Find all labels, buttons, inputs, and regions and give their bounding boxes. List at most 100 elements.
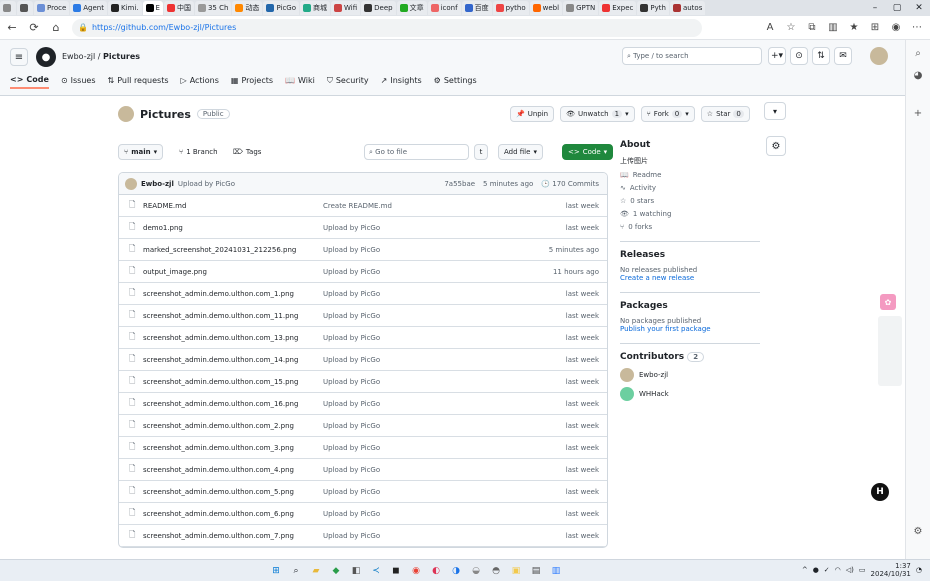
file-commit-message[interactable]: Upload by PicGo xyxy=(323,421,381,430)
branches-link[interactable]: ⑂1 Branch xyxy=(179,148,218,156)
browser-tab[interactable]: Expec xyxy=(599,1,637,15)
app-icon[interactable]: ◓ xyxy=(492,566,500,576)
commits-link[interactable]: 🕒 170 Commits xyxy=(541,179,599,188)
contributor-item[interactable]: WHHack xyxy=(620,387,760,401)
stars-link[interactable]: ☆0 stars xyxy=(620,197,655,205)
file-commit-message[interactable]: Upload by PicGo xyxy=(323,333,381,342)
go-to-file-input[interactable]: ⌕ Go to file xyxy=(364,144,469,160)
publish-package-link[interactable]: Publish your first package xyxy=(620,325,711,333)
tab-issues[interactable]: ⊙Issues xyxy=(60,76,96,85)
file-name[interactable]: README.md xyxy=(143,201,187,210)
repo-name[interactable]: Pictures xyxy=(140,107,191,121)
browser-tab[interactable]: pytho xyxy=(492,1,529,15)
browser-tab[interactable]: E xyxy=(142,1,163,15)
browser-tab[interactable]: Wifi xyxy=(331,1,361,15)
app-icon[interactable]: ▤ xyxy=(531,566,541,576)
file-commit-message[interactable]: Upload by PicGo xyxy=(323,531,381,540)
tab-security[interactable]: ⛉Security xyxy=(326,75,369,86)
browser-tab[interactable]: webl xyxy=(529,1,563,15)
file-commit-message[interactable]: Upload by PicGo xyxy=(323,267,381,276)
file-commit-message[interactable]: Upload by PicGo xyxy=(323,377,381,386)
file-name[interactable]: screenshot_admin.demo.ulthon.com_16.png xyxy=(143,399,299,408)
file-commit-message[interactable]: Upload by PicGo xyxy=(323,311,381,320)
create-new-button[interactable]: +▾ xyxy=(768,47,786,65)
code-button[interactable]: <> Code▾ xyxy=(562,144,614,160)
split-screen-icon[interactable]: ▥ xyxy=(828,21,838,33)
tags-link[interactable]: ⌦Tags xyxy=(233,148,262,156)
close-window-button[interactable]: ✕ xyxy=(915,3,923,13)
app-icon[interactable]: ◼ xyxy=(392,566,400,576)
readme-link[interactable]: 📖Readme xyxy=(620,171,662,179)
inbox-icon[interactable]: ✉ xyxy=(834,47,852,65)
favorite-icon[interactable]: ☆ xyxy=(786,21,796,33)
app-icon[interactable]: ▥ xyxy=(551,566,561,576)
chrome-icon[interactable]: ◉ xyxy=(412,566,420,576)
tab-pull-requests[interactable]: ⇅Pull requests xyxy=(107,76,169,85)
unpin-button[interactable]: 📌Unpin xyxy=(510,106,555,122)
search-sidebar-icon[interactable]: ⌕ xyxy=(915,47,921,59)
app-icon[interactable]: ◆ xyxy=(332,566,340,576)
go-to-file-shortcut[interactable]: t xyxy=(474,144,488,160)
browser-tab[interactable]: 商城 xyxy=(300,1,331,15)
favorites-icon[interactable]: ★ xyxy=(849,21,859,33)
browser-tab[interactable] xyxy=(17,1,33,15)
file-name[interactable]: screenshot_admin.demo.ulthon.com_11.png xyxy=(143,311,299,320)
commit-message[interactable]: Upload by PicGo xyxy=(177,179,235,188)
volume-icon[interactable]: ◁) xyxy=(845,566,854,574)
extension-icon[interactable]: ⧉ xyxy=(808,21,816,33)
browser-tab[interactable]: 百度 xyxy=(461,1,492,15)
home-button[interactable]: ⌂ xyxy=(52,21,60,34)
battery-icon[interactable]: ▭ xyxy=(858,566,866,574)
branch-selector[interactable]: ⑂main▾ xyxy=(118,144,164,160)
file-commit-message[interactable]: Upload by PicGo xyxy=(323,465,381,474)
tab-actions[interactable]: ▷Actions xyxy=(180,76,219,85)
reload-button[interactable]: ⟳ xyxy=(29,21,39,34)
menu-button[interactable]: ≡ xyxy=(10,48,28,66)
repo-link[interactable]: Pictures xyxy=(103,52,141,61)
file-commit-message[interactable]: Upload by PicGo xyxy=(323,487,381,496)
issues-icon[interactable]: ⊙ xyxy=(790,47,808,65)
tab-projects[interactable]: ▦Projects xyxy=(230,76,274,85)
wifi-icon[interactable]: ◠ xyxy=(834,566,841,574)
chevron-up-icon[interactable]: ^ xyxy=(801,566,808,574)
search-input[interactable]: ⌕ Type / to search xyxy=(622,47,762,65)
browser-tab[interactable]: 动态 xyxy=(232,1,263,15)
app-icon[interactable]: ◐ xyxy=(432,566,440,576)
file-commit-message[interactable]: Upload by PicGo xyxy=(323,509,381,518)
commit-author[interactable]: Ewbo-zjl xyxy=(141,179,174,188)
more-icon[interactable]: ⋯ xyxy=(912,21,922,33)
file-name[interactable]: screenshot_admin.demo.ulthon.com_6.png xyxy=(143,509,294,518)
url-field[interactable]: 🔒 https://github.com/Ewbo-zjl/Pictures xyxy=(72,18,702,37)
browser-tab[interactable]: 35 Ch xyxy=(194,1,232,15)
tray-app-icon[interactable]: ● xyxy=(812,566,819,574)
commit-hash[interactable]: 7a55bae xyxy=(444,179,476,188)
minimize-button[interactable]: – xyxy=(872,3,878,13)
maximize-button[interactable]: ▢ xyxy=(892,3,902,13)
sidebar-settings-icon[interactable]: ⚙ xyxy=(913,525,923,537)
watching-link[interactable]: 👁1 watching xyxy=(620,210,672,218)
notification-icon[interactable]: ◔ xyxy=(915,566,922,574)
collections-icon[interactable]: ⊞ xyxy=(870,21,880,33)
back-button[interactable]: ← xyxy=(7,21,17,34)
app-icon[interactable]: ◧ xyxy=(351,566,361,576)
file-commit-message[interactable]: Upload by PicGo xyxy=(323,223,381,232)
file-commit-message[interactable]: Upload by PicGo xyxy=(323,355,381,364)
browser-tab[interactable]: autos xyxy=(669,1,706,15)
vscode-icon[interactable]: ≺ xyxy=(372,566,380,576)
copilot-icon[interactable]: ◕ xyxy=(913,69,923,81)
file-name[interactable]: screenshot_admin.demo.ulthon.com_3.png xyxy=(143,443,294,452)
file-name[interactable]: demo1.png xyxy=(143,223,183,232)
file-name[interactable]: screenshot_admin.demo.ulthon.com_13.png xyxy=(143,333,299,342)
browser-tab[interactable]: GPTN xyxy=(563,1,599,15)
profile-icon[interactable]: ◉ xyxy=(891,21,901,33)
file-name[interactable]: screenshot_admin.demo.ulthon.com_2.png xyxy=(143,421,294,430)
browser-tab[interactable]: Kimi. xyxy=(108,1,142,15)
file-explorer-icon[interactable]: ▰ xyxy=(312,566,320,576)
forks-link[interactable]: ⑂0 forks xyxy=(620,223,653,231)
file-commit-message[interactable]: Create README.md xyxy=(323,201,392,210)
contributor-item[interactable]: Ewbo-zjl xyxy=(620,368,760,382)
start-icon[interactable]: ⊞ xyxy=(272,566,280,576)
